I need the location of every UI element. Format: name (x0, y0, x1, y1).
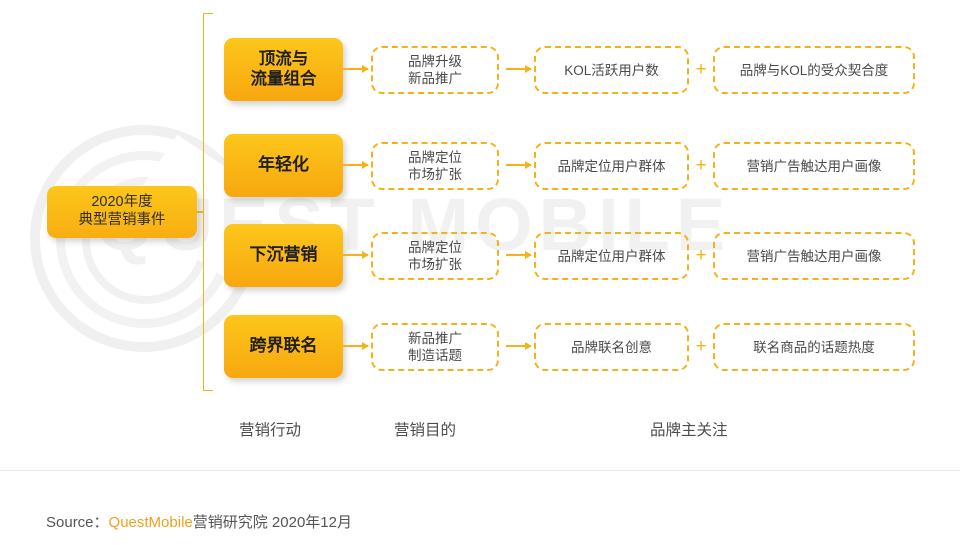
purpose-box[interactable]: 品牌升级 新品推广 (371, 46, 499, 94)
diagram-canvas: 2020年度 典型营销事件 顶流与 流量组合 品牌升级 新品推广 KOL活跃用户… (0, 13, 960, 452)
purpose-box-label: 品牌定位 市场扩张 (408, 149, 462, 183)
root-node[interactable]: 2020年度 典型营销事件 (47, 186, 197, 238)
purpose-label-line2: 市场扩张 (408, 167, 462, 182)
purpose-box-label: 品牌升级 新品推广 (408, 53, 462, 87)
column-captions: 营销行动 营销目的 品牌主关注 (0, 418, 960, 452)
caption-action: 营销行动 (239, 422, 302, 439)
focus-box-primary[interactable]: 品牌定位用户群体 (534, 232, 689, 280)
footer: Source：QuestMobile营销研究院 2020年12月 (0, 470, 960, 545)
arrow-action-to-purpose-icon (343, 251, 369, 258)
focus-box-primary[interactable]: KOL活跃用户数 (534, 46, 689, 94)
purpose-box-label: 新品推广 制造话题 (408, 330, 462, 364)
focus-box-primary-label: 品牌联名创意 (571, 339, 652, 355)
focus-box-primary[interactable]: 品牌定位用户群体 (534, 142, 689, 190)
action-label-line1: 下沉营销 (249, 245, 318, 265)
purpose-label-line1: 品牌升级 (408, 54, 462, 69)
action-box-label: 跨界联名 (250, 336, 318, 356)
purpose-label-line1: 品牌定位 (408, 240, 462, 255)
arrow-purpose-to-focus-icon (506, 65, 532, 72)
plus-icon: + (695, 245, 707, 266)
caption-purpose: 营销目的 (394, 422, 457, 439)
purpose-label-line2: 新品推广 (408, 71, 462, 86)
arrow-purpose-to-focus-icon (506, 161, 532, 168)
root-node-label-line2: 典型营销事件 (78, 212, 166, 228)
action-label-line1: 顶流与 (258, 49, 309, 68)
source-brand: QuestMobile (108, 514, 193, 531)
action-box[interactable]: 下沉营销 (224, 224, 343, 287)
action-box[interactable]: 跨界联名 (224, 315, 343, 378)
action-box-label: 顶流与 流量组合 (251, 50, 317, 90)
focus-box-secondary[interactable]: 品牌与KOL的受众契合度 (713, 46, 915, 94)
focus-box-secondary[interactable]: 联名商品的话题热度 (713, 323, 915, 371)
source-suffix: 营销研究院 2020年12月 (192, 514, 352, 531)
focus-box-secondary-label: 营销广告触达用户画像 (746, 248, 882, 264)
focus-box-secondary-label: 营销广告触达用户画像 (746, 158, 882, 174)
plus-icon: + (695, 59, 707, 80)
root-node-label: 2020年度 典型营销事件 (79, 194, 166, 229)
purpose-label-line1: 新品推广 (408, 331, 462, 346)
arrow-action-to-purpose-icon (343, 342, 369, 349)
source-prefix: Source： (46, 514, 109, 531)
focus-box-secondary-label: 品牌与KOL的受众契合度 (739, 62, 889, 78)
purpose-box[interactable]: 品牌定位 市场扩张 (371, 142, 499, 190)
focus-box-secondary-label: 联名商品的话题热度 (753, 339, 875, 355)
action-label-line1: 跨界联名 (249, 336, 318, 356)
focus-box-primary-label: KOL活跃用户数 (564, 62, 659, 78)
root-bracket (203, 13, 213, 391)
arrow-purpose-to-focus-icon (506, 251, 532, 258)
focus-box-primary-label: 品牌定位用户群体 (557, 248, 666, 264)
action-label-line1: 年轻化 (258, 155, 309, 175)
root-node-label-line1: 2020年度 (91, 194, 153, 211)
source-line: Source：QuestMobile营销研究院 2020年12月 (46, 511, 352, 532)
action-box-label: 年轻化 (258, 155, 309, 175)
focus-box-secondary[interactable]: 营销广告触达用户画像 (713, 142, 915, 190)
action-box-label: 下沉营销 (250, 245, 318, 265)
action-label-line2: 流量组合 (250, 69, 317, 88)
arrow-action-to-purpose-icon (343, 161, 369, 168)
caption-focus: 品牌主关注 (650, 422, 728, 439)
purpose-label-line2: 市场扩张 (408, 257, 462, 272)
action-box[interactable]: 年轻化 (224, 134, 343, 197)
purpose-box-label: 品牌定位 市场扩张 (408, 239, 462, 273)
purpose-box[interactable]: 品牌定位 市场扩张 (371, 232, 499, 280)
purpose-label-line2: 制造话题 (408, 348, 462, 363)
focus-box-secondary[interactable]: 营销广告触达用户画像 (713, 232, 915, 280)
purpose-label-line1: 品牌定位 (408, 150, 462, 165)
arrow-action-to-purpose-icon (343, 65, 369, 72)
focus-box-primary[interactable]: 品牌联名创意 (534, 323, 689, 371)
arrow-purpose-to-focus-icon (506, 342, 532, 349)
plus-icon: + (695, 336, 707, 357)
purpose-box[interactable]: 新品推广 制造话题 (371, 323, 499, 371)
focus-box-primary-label: 品牌定位用户群体 (557, 158, 666, 174)
action-box[interactable]: 顶流与 流量组合 (224, 38, 343, 101)
plus-icon: + (695, 155, 707, 176)
